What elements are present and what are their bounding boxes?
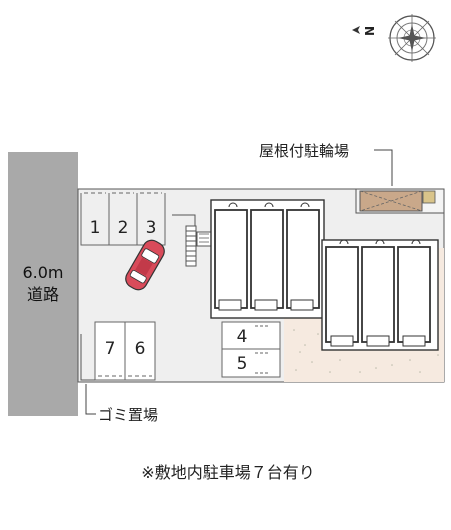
parking-4-5	[221, 321, 281, 378]
bicycle-parking-label: 屋根付駐輪場	[259, 142, 349, 160]
parking-space-3: 3	[146, 218, 157, 238]
bicycle-parking-roof-diagonals	[359, 190, 423, 212]
north-arrow-icon	[352, 26, 360, 34]
parking-space-5: 5	[237, 354, 248, 374]
building-a	[210, 199, 325, 319]
north-label: N	[363, 26, 377, 36]
bicycle-parking-leader	[374, 149, 393, 186]
building-b	[321, 239, 439, 351]
parking-6-7	[94, 321, 156, 381]
garbage-area-wall	[80, 334, 95, 381]
parking-space-1: 1	[90, 218, 101, 238]
parking-1-3	[80, 192, 166, 246]
compass-rose-icon	[388, 14, 436, 62]
entrance-steps	[172, 214, 212, 267]
road-name-label: 道路	[27, 285, 59, 304]
car-icon	[125, 239, 165, 291]
parking-space-7: 7	[105, 339, 116, 359]
parking-space-2: 2	[118, 218, 129, 238]
bicycle-parking-grid	[422, 190, 436, 204]
road-width-label: 6.0m	[22, 263, 63, 282]
road	[8, 152, 78, 416]
garbage-label: ゴミ置場	[98, 406, 158, 424]
garbage-leader	[85, 384, 96, 415]
parking-caption: ※敷地内駐車場７台有り	[141, 463, 314, 482]
parking-space-6: 6	[135, 339, 146, 359]
parking-space-4: 4	[237, 327, 248, 347]
